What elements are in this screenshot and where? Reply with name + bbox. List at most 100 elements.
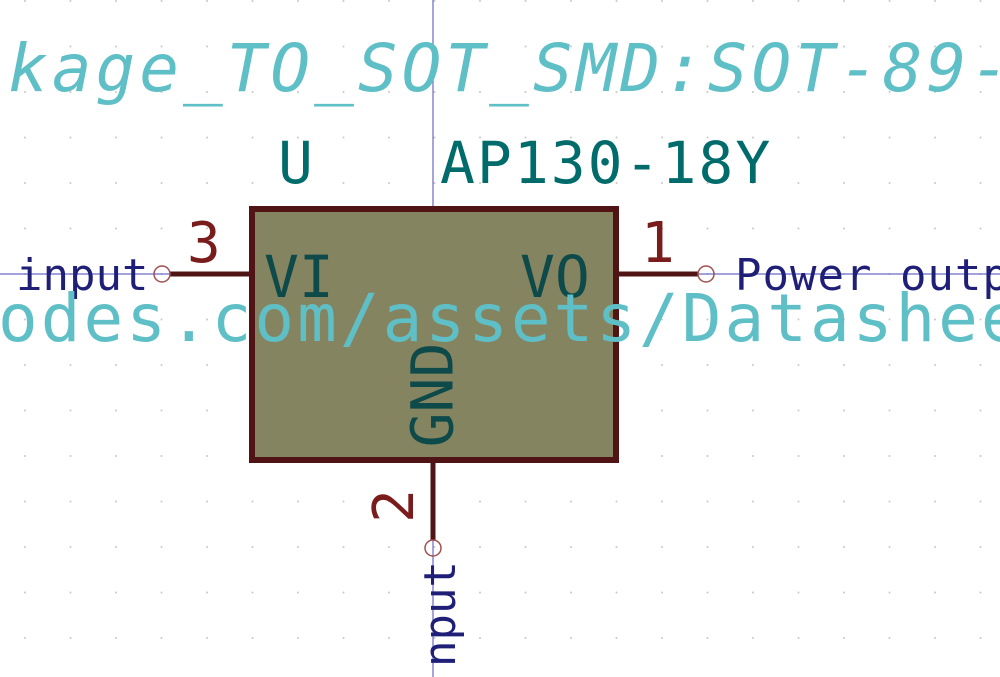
grid-dot bbox=[160, 364, 163, 366]
grid-dot bbox=[797, 227, 800, 230]
grid-dot bbox=[388, 45, 390, 48]
grid-dot bbox=[479, 591, 481, 594]
grid-dot bbox=[115, 591, 117, 594]
grid-dot bbox=[251, 500, 254, 503]
grid-dot bbox=[433, 637, 436, 639]
grid-dot bbox=[69, 455, 72, 457]
grid-dot bbox=[797, 318, 800, 321]
grid-dot bbox=[160, 591, 163, 594]
grid-dot bbox=[115, 227, 117, 230]
grid-dot bbox=[24, 318, 26, 321]
grid-dot bbox=[206, 409, 208, 412]
grid-dot bbox=[706, 364, 709, 366]
component-body[interactable] bbox=[249, 206, 619, 463]
grid-dot bbox=[160, 455, 163, 457]
grid-dot bbox=[524, 591, 527, 594]
grid-dot bbox=[661, 591, 663, 594]
grid-dot bbox=[843, 591, 845, 594]
grid-dot bbox=[934, 364, 936, 366]
grid-dot bbox=[342, 500, 345, 503]
grid-dot bbox=[206, 136, 208, 139]
grid-dot bbox=[843, 500, 845, 503]
datasheet-field: odes.com/assets/Datasheets/ bbox=[0, 280, 1000, 357]
net-label-ground-input[interactable]: nput bbox=[414, 561, 466, 667]
grid-dot bbox=[69, 136, 72, 139]
grid-dot bbox=[570, 136, 572, 139]
component-value[interactable]: AP130-18Y bbox=[440, 129, 773, 197]
grid-dot bbox=[843, 409, 845, 412]
grid-dot bbox=[934, 591, 936, 594]
grid-dot bbox=[934, 409, 936, 412]
grid-dot bbox=[251, 546, 254, 548]
grid-dot bbox=[115, 546, 117, 548]
grid-dot bbox=[24, 500, 26, 503]
grid-dot bbox=[843, 364, 845, 366]
grid-dot bbox=[160, 45, 163, 48]
grid-dot bbox=[24, 591, 26, 594]
grid-dot bbox=[570, 182, 572, 184]
grid-dot bbox=[661, 136, 663, 139]
grid-dot bbox=[979, 546, 982, 548]
grid-dot bbox=[752, 0, 754, 2]
grid-dot bbox=[479, 0, 481, 2]
grid-dot bbox=[843, 45, 845, 48]
pin-number-2: 2 bbox=[361, 489, 427, 523]
grid-dot bbox=[661, 91, 663, 93]
grid-dot bbox=[934, 45, 936, 48]
grid-dot bbox=[24, 409, 26, 412]
grid-dot bbox=[661, 500, 663, 503]
grid-dot bbox=[524, 91, 527, 93]
grid-dot bbox=[661, 637, 663, 639]
grid-dot bbox=[615, 45, 618, 48]
grid-dot bbox=[206, 455, 208, 457]
net-label-input[interactable]: input bbox=[16, 250, 149, 301]
grid-dot bbox=[24, 364, 26, 366]
pin-3-connection-circle[interactable] bbox=[153, 265, 171, 283]
grid-dot bbox=[342, 637, 345, 639]
grid-dot bbox=[115, 637, 117, 639]
reference-designator[interactable]: U bbox=[278, 129, 313, 197]
grid-dot bbox=[934, 0, 936, 2]
grid-dot bbox=[388, 136, 390, 139]
grid-dot bbox=[206, 182, 208, 184]
pin-1-connection-circle[interactable] bbox=[697, 265, 715, 283]
grid-dot bbox=[115, 91, 117, 93]
grid-dot bbox=[570, 591, 572, 594]
grid-dot bbox=[843, 227, 845, 230]
grid-dot bbox=[342, 91, 345, 93]
grid-dot bbox=[934, 91, 936, 93]
pin-2-connection-circle[interactable] bbox=[424, 539, 442, 557]
grid-dot bbox=[297, 591, 299, 594]
grid-dot bbox=[115, 136, 117, 139]
grid-dot bbox=[342, 0, 345, 2]
grid-dot bbox=[524, 182, 527, 184]
grid-dot bbox=[752, 637, 754, 639]
grid-dot bbox=[297, 500, 299, 503]
grid-dot bbox=[843, 318, 845, 321]
grid-dot bbox=[115, 0, 117, 2]
grid-dot bbox=[570, 91, 572, 93]
grid-dot bbox=[706, 136, 709, 139]
grid-dot bbox=[69, 364, 72, 366]
footprint-field: kage_TO_SOT_SMD:SOT-89-3 bbox=[8, 30, 1000, 107]
pin-number-3: 3 bbox=[187, 211, 221, 276]
grid-dot bbox=[69, 500, 72, 503]
grid-dot bbox=[206, 637, 208, 639]
grid-dot bbox=[843, 546, 845, 548]
grid-dot bbox=[615, 91, 618, 93]
grid-dot bbox=[69, 318, 72, 321]
grid-dot bbox=[888, 182, 891, 184]
grid-dot bbox=[433, 182, 436, 184]
grid-dot bbox=[661, 364, 663, 366]
net-label-power-output[interactable]: Power outp bbox=[735, 250, 1000, 301]
grid-dot bbox=[797, 637, 800, 639]
grid-dot bbox=[661, 182, 663, 184]
grid-dot bbox=[433, 136, 436, 139]
grid-dot bbox=[251, 0, 254, 2]
grid-dot bbox=[843, 455, 845, 457]
grid-dot bbox=[797, 591, 800, 594]
grid-dot bbox=[251, 45, 254, 48]
grid-dot bbox=[797, 0, 800, 2]
grid-dot bbox=[615, 637, 618, 639]
